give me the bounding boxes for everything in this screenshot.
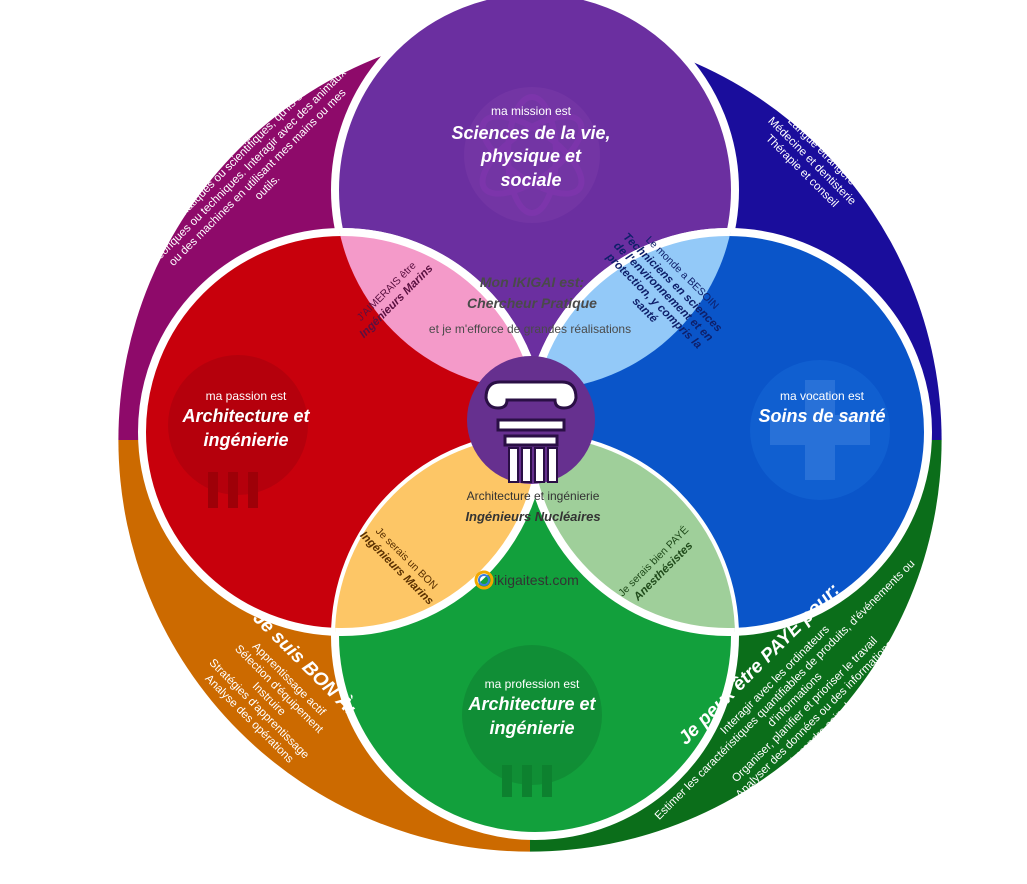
overlap-pink — [335, 228, 546, 390]
mission-label: ma mission est — [491, 104, 572, 118]
medical-cross-icon — [750, 360, 890, 500]
profession-label: ma profession est — [485, 677, 580, 691]
profession-line1: Architecture et — [467, 694, 596, 714]
center-title-line1: Mon IKIGAI est: — [480, 274, 584, 290]
brand-text: ikigaitest.com — [494, 572, 579, 588]
center-subtitle: et je m'efforce de grandes réalisations — [429, 322, 631, 336]
vocation-line1: Soins de santé — [758, 406, 885, 426]
overlap-lightgreen — [524, 436, 735, 636]
center-title-line2: Chercheur Pratique — [467, 295, 597, 311]
column-icon — [462, 645, 602, 797]
center-job: Ingénieurs Nucléaires — [465, 509, 600, 524]
profession-line2: ingénierie — [489, 718, 574, 738]
mission-line2: physique et — [480, 146, 582, 166]
passion-line2: ingénierie — [203, 430, 288, 450]
overlap-lightblue — [524, 228, 735, 390]
mission-line1: Sciences de la vie, — [451, 123, 610, 143]
overlap-yellow — [335, 436, 546, 636]
ionic-column-icon — [467, 356, 595, 484]
ikigaitest-logo: ikigaitest.com — [474, 570, 579, 590]
passion-line1: Architecture et — [181, 406, 310, 426]
passion-label: ma passion est — [206, 389, 287, 403]
atom-knot-icon — [464, 87, 600, 223]
vocation-label: ma vocation est — [780, 389, 865, 403]
center-domain: Architecture et ingénierie — [467, 489, 600, 503]
column-icon — [168, 355, 308, 508]
mission-line3: sociale — [500, 170, 561, 190]
